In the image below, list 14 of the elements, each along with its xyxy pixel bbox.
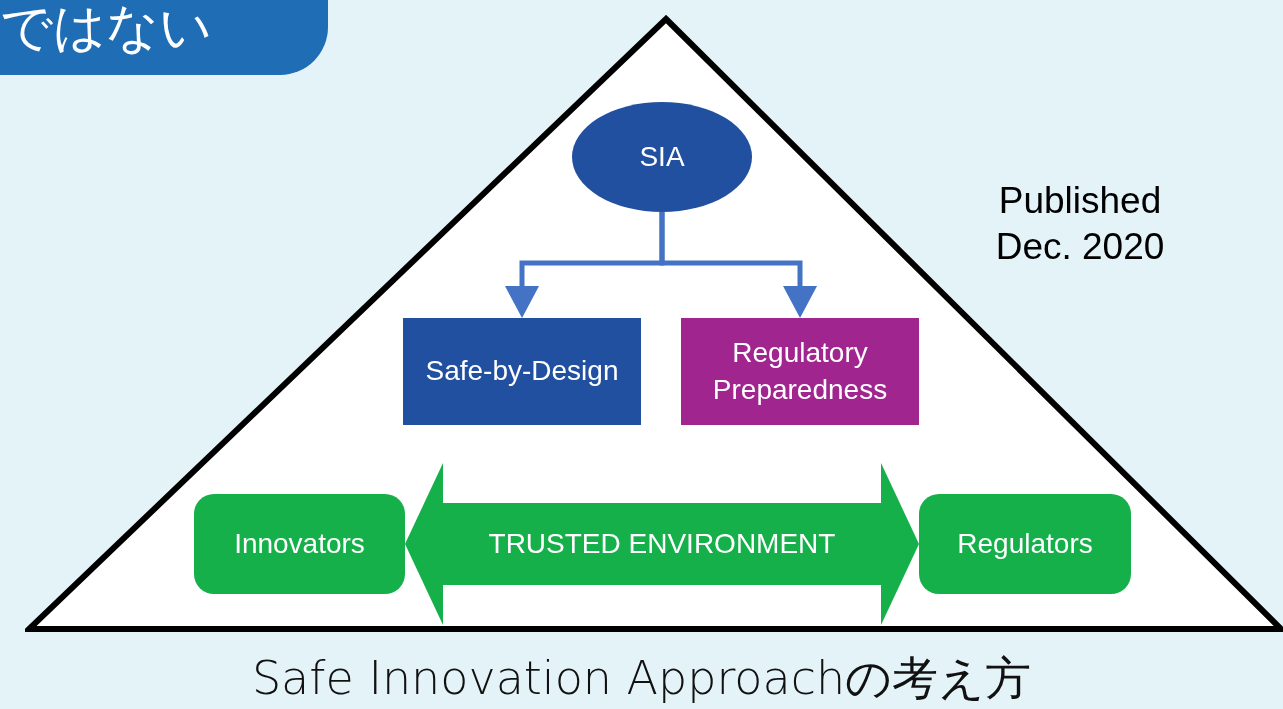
node-label: Regulators <box>957 526 1093 561</box>
process-box <box>403 318 641 425</box>
node-label: SIA <box>639 139 685 174</box>
note-text: Published Dec. 2020 <box>994 179 1166 270</box>
node-label: Regulatory Preparedness <box>711 336 889 407</box>
node-label: Innovators <box>234 526 365 561</box>
rounded-box <box>194 494 405 594</box>
process-box <box>681 318 919 425</box>
arrow <box>659 212 817 318</box>
node-label: Safe-by-Design <box>425 354 619 389</box>
banner: ではない <box>0 0 328 75</box>
caption: Safe Innovation Approachの考え方 <box>250 650 1033 706</box>
rounded-box <box>919 494 1131 594</box>
double-arrow <box>405 463 919 625</box>
